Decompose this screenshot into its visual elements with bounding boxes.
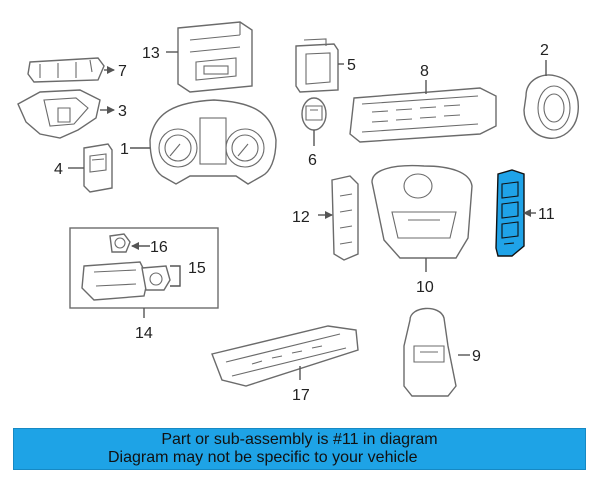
callout-15: 15 <box>188 260 206 277</box>
part-10-center-console[interactable] <box>371 164 473 259</box>
part-17-overhead-panel[interactable] <box>211 325 359 387</box>
callout-9: 9 <box>472 348 481 365</box>
part-12-switch-bar[interactable] <box>331 175 359 261</box>
part-16-bulb[interactable] <box>109 233 131 253</box>
part-2-rotary-knob[interactable] <box>523 74 579 139</box>
callout-17: 17 <box>292 387 310 404</box>
banner-line-1: Part or sub-assembly is #11 in diagram <box>161 431 438 448</box>
part-9-shifter-cover[interactable] <box>403 307 457 397</box>
callout-6: 6 <box>308 152 317 169</box>
leader-15 <box>170 265 181 287</box>
callout-7: 7 <box>118 63 127 80</box>
callout-10: 10 <box>416 279 434 296</box>
callout-8: 8 <box>420 63 429 80</box>
part-1-instrument-cluster[interactable] <box>149 99 277 185</box>
parts-diagram: 13 7 3 4 1 5 6 <box>17 21 579 404</box>
callout-12: 12 <box>292 209 310 226</box>
callout-16: 16 <box>150 239 168 256</box>
callout-4: 4 <box>54 161 63 178</box>
callout-2: 2 <box>540 42 549 59</box>
part-8-climate-panel[interactable] <box>349 87 497 143</box>
callout-3: 3 <box>118 103 127 120</box>
callout-11: 11 <box>538 206 555 223</box>
part-6-round-switch[interactable] <box>301 97 327 131</box>
callout-14: 14 <box>135 325 153 342</box>
part-15-lamp-housing[interactable] <box>81 261 171 301</box>
part-7-switch-strip[interactable] <box>27 57 105 83</box>
banner-line-2: Diagram may not be specific to your vehi… <box>108 449 418 466</box>
part-4-switch[interactable] <box>83 143 113 193</box>
callout-5: 5 <box>347 57 356 74</box>
part-13-head-unit[interactable] <box>177 21 253 93</box>
info-banner: Part or sub-assembly is #11 in diagram D… <box>13 428 586 470</box>
part-3-column-switch[interactable] <box>17 89 101 139</box>
part-11-switch-assembly[interactable] <box>495 169 525 257</box>
callout-13: 13 <box>142 45 160 62</box>
part-5-module[interactable] <box>295 38 339 93</box>
callout-1: 1 <box>120 141 129 158</box>
